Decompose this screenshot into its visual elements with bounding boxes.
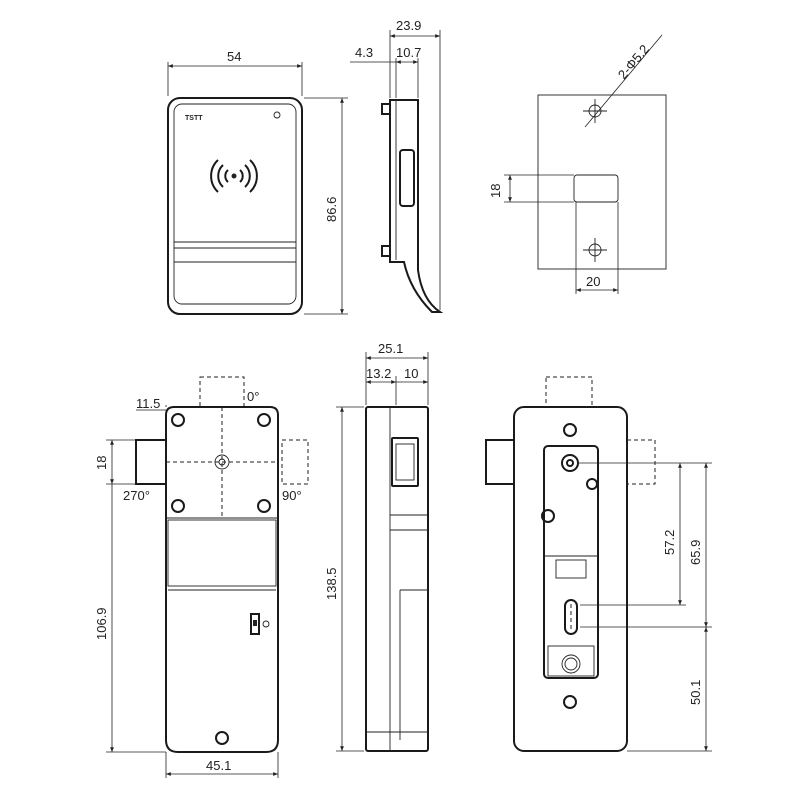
dim-lock-bolt-height: 18: [94, 456, 109, 470]
dim-back-d3: 50.1: [688, 680, 703, 705]
indicator-led: [273, 111, 281, 119]
dim-cutout-width: 20: [586, 274, 600, 289]
angle-top: 0°: [247, 389, 259, 404]
dim-lock-side-depth: 25.1: [378, 341, 403, 356]
mounting-template: 2-Φ5.2 18 20: [488, 34, 667, 294]
dim-hole-spec: 2-Φ5.2: [615, 42, 652, 82]
brand-logo: TSTT: [185, 115, 203, 122]
lock-body-front: 0° 270° 90° 11.5 18 106.9 45.1: [94, 376, 309, 778]
dim-front-width: 54: [227, 49, 241, 64]
dim-side-b: 10.7: [396, 45, 421, 60]
dim-lock-side-b: 10: [404, 366, 418, 381]
reader-front-view: TSTT 54 86.6: [167, 49, 348, 315]
dim-lock-side-a: 13.2: [366, 366, 391, 381]
dim-front-height: 86.6: [324, 197, 339, 222]
dim-lock-total-height: 106.9: [94, 607, 109, 640]
dim-back-d1: 57.2: [662, 530, 677, 555]
nfc-icon: [210, 159, 258, 193]
dim-lock-side-height: 138.5: [324, 567, 339, 600]
angle-right: 90°: [282, 488, 302, 503]
reader-side-view: 23.9 4.3 10.7: [350, 18, 444, 313]
dim-lock-bottom-width: 45.1: [206, 758, 231, 773]
dim-lock-top-width: 11.5: [136, 396, 160, 411]
angle-left: 270°: [123, 488, 150, 503]
dim-cutout-height: 18: [488, 184, 503, 198]
dim-side-depth: 23.9: [396, 18, 421, 33]
lock-body-side: 25.1 13.2 10 138.5: [324, 341, 429, 752]
dim-side-a: 4.3: [355, 45, 373, 60]
lock-body-back: 57.2 65.9 50.1: [485, 376, 712, 752]
dim-back-d2: 65.9: [688, 540, 703, 565]
